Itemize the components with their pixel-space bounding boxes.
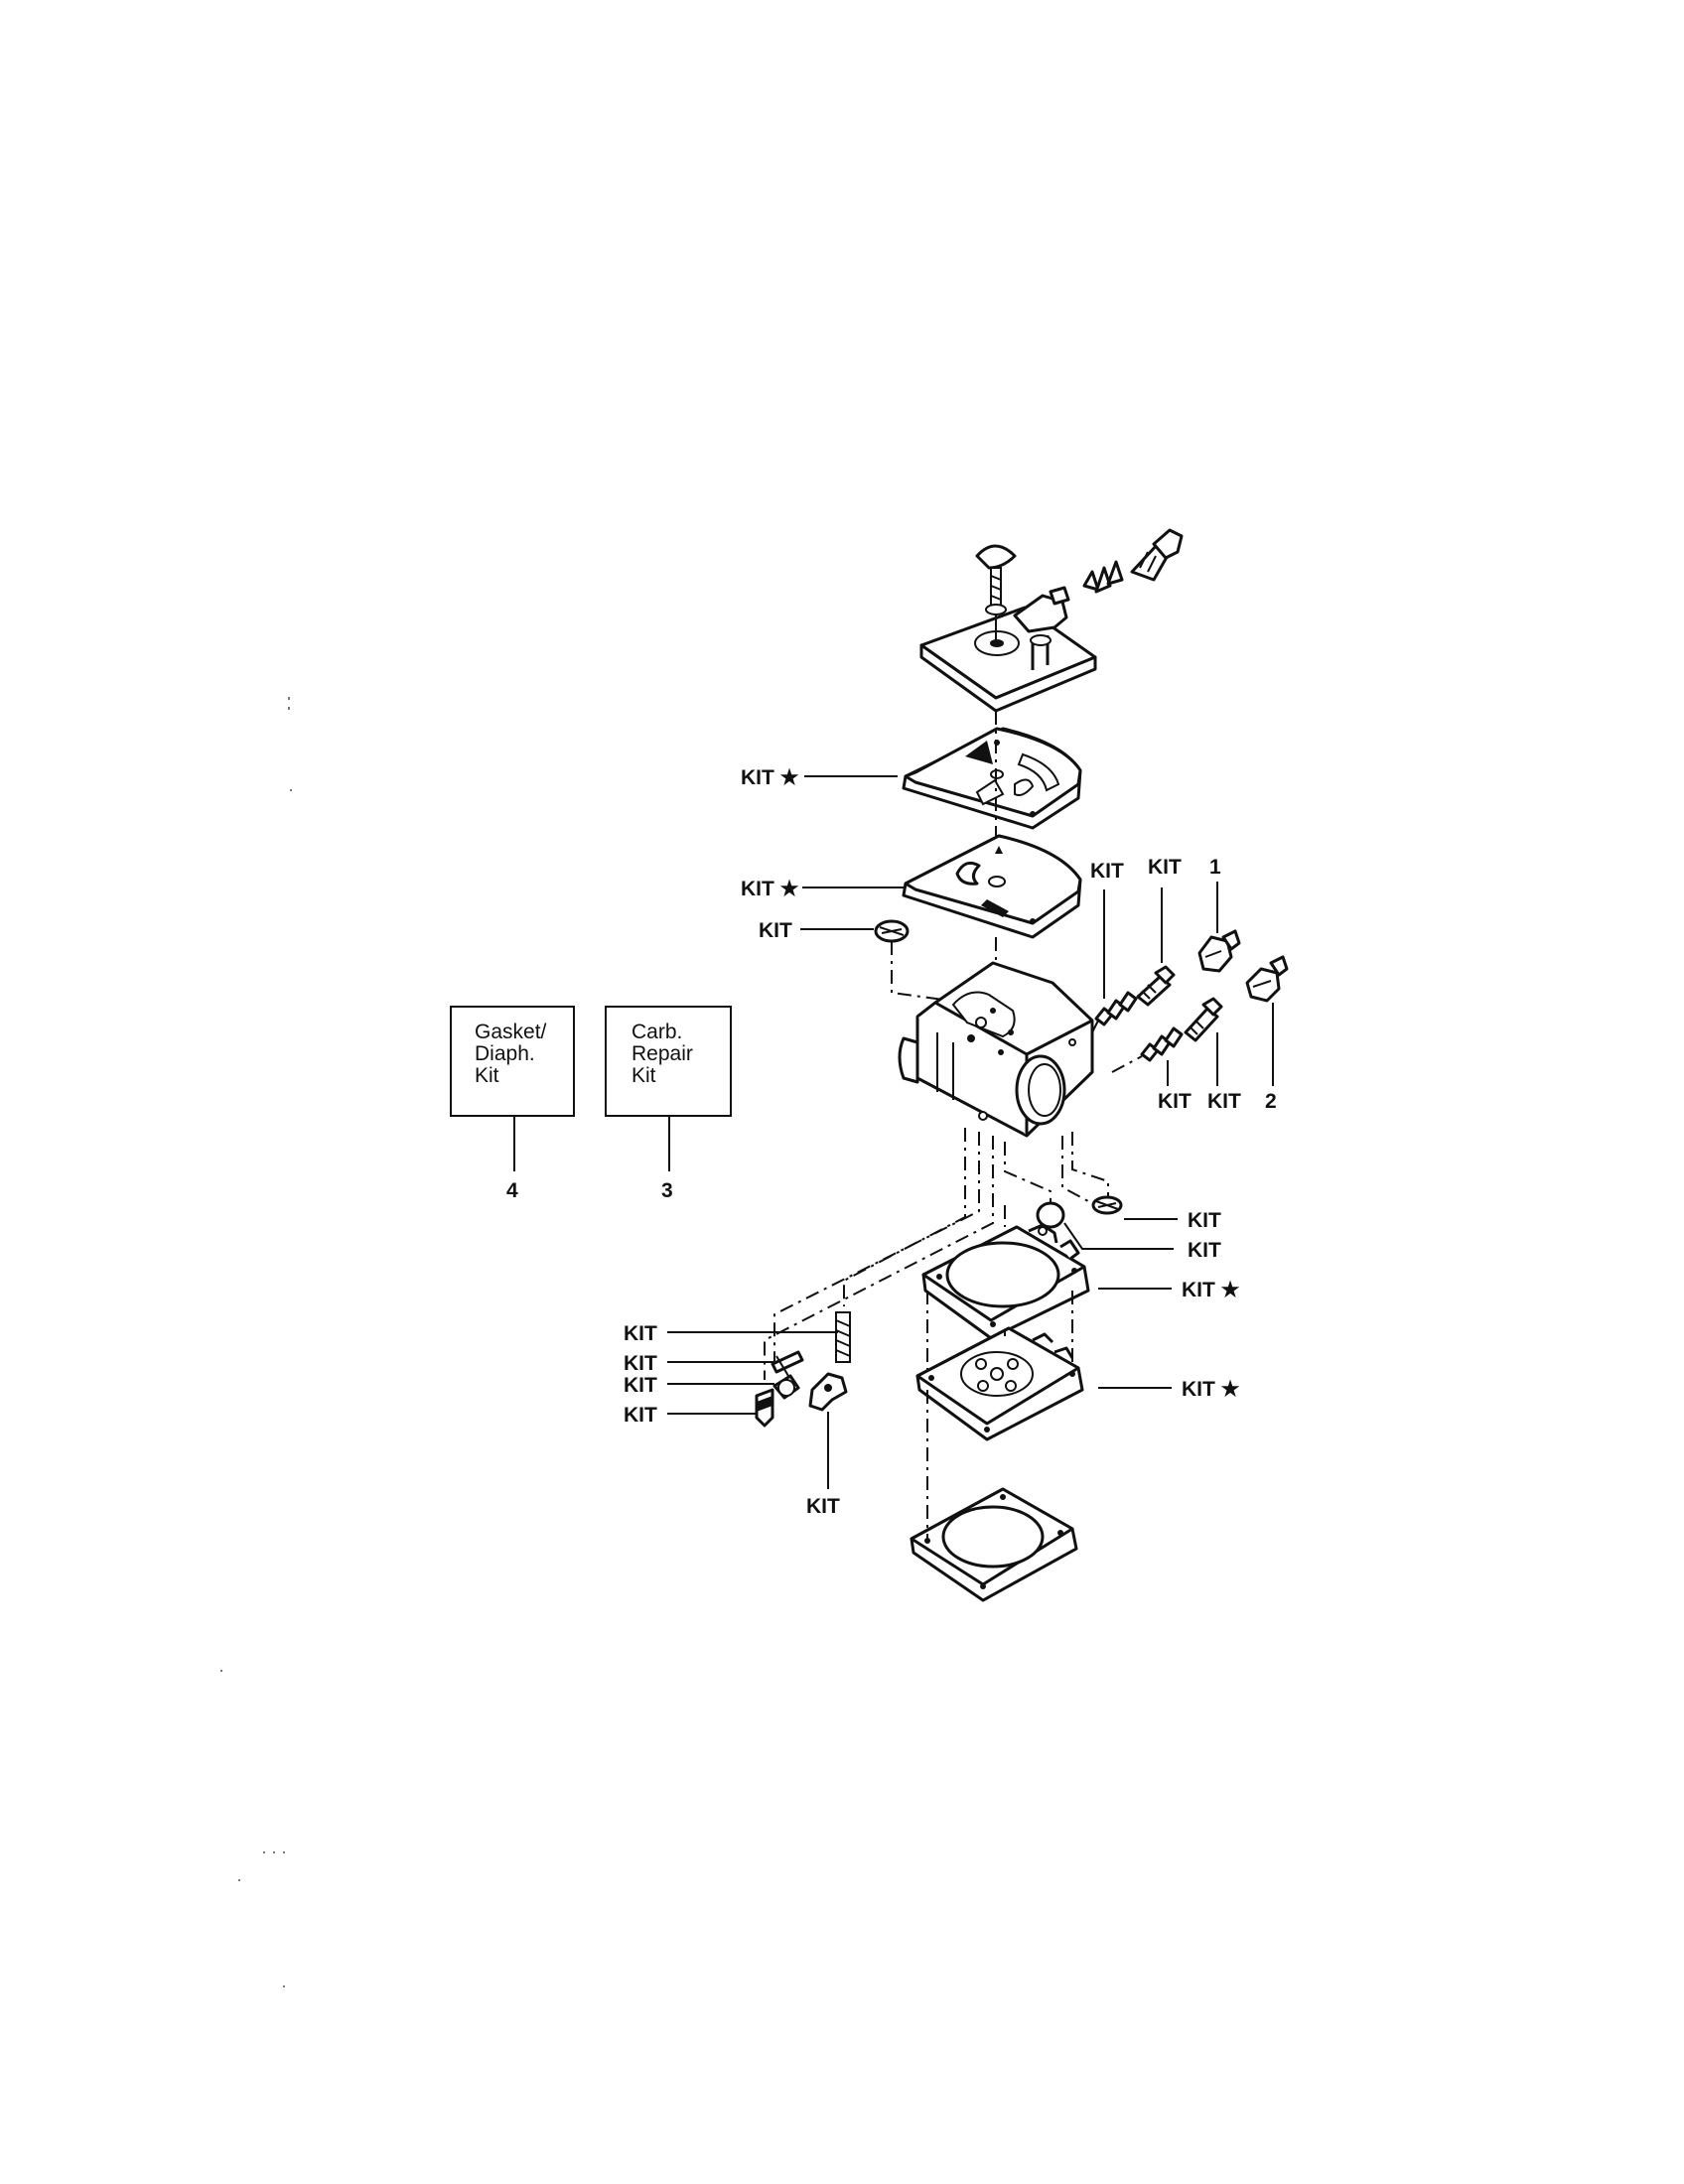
high-speed-needle: [1140, 997, 1223, 1062]
inlet-screen: [874, 919, 982, 1006]
label-kit-spring-high: KIT: [1158, 1090, 1192, 1113]
label-kit-star-metering-diaphragm: KIT ★: [1182, 1378, 1240, 1401]
limiter-cap-2: [1245, 955, 1289, 1003]
carb-repair-kit-box: Carb. Repair Kit: [605, 1006, 732, 1117]
metering-spring: [835, 1311, 851, 1363]
gasket-kit-line-2: Diaph.: [475, 1042, 535, 1065]
throttle-lever: [1013, 586, 1070, 633]
o-ring: [1036, 1201, 1065, 1229]
cover-screw: [975, 544, 1017, 645]
pump-gasket: [902, 727, 1082, 830]
leader-lines: [513, 775, 1274, 1489]
repair-kit-line-3: Kit: [632, 1064, 656, 1087]
low-speed-needle: [1094, 965, 1176, 1026]
gasket-diaph-kit-box: Gasket/ Diaph. Kit: [450, 1006, 575, 1117]
limiter-cap-1: [1197, 929, 1241, 973]
label-ref-1: 1: [1209, 856, 1221, 879]
label-kit-screw: KIT: [624, 1374, 657, 1397]
alignment-line: [1061, 1136, 1089, 1202]
label-kit-pin: KIT: [624, 1352, 657, 1375]
label-kit-spring: KIT: [624, 1322, 657, 1345]
metering-lever: [808, 1372, 848, 1412]
retaining-screw: [772, 1374, 800, 1400]
alignment-line: [773, 1132, 980, 1368]
alignment-line: [1071, 1132, 1109, 1197]
alignment-line: [1111, 1055, 1143, 1073]
idle-speed-screw: [1082, 528, 1184, 594]
repair-kit-line-2: Repair: [632, 1042, 693, 1065]
label-kit-needle: KIT: [624, 1404, 657, 1427]
carburetor-body: [898, 961, 1094, 1138]
label-kit-spring-low: KIT: [1090, 860, 1124, 883]
metering-cover: [910, 1487, 1078, 1602]
alignment-line: [1091, 1020, 1099, 1033]
metering-gasket: [921, 1223, 1090, 1340]
pump-diaphragm: [902, 834, 1082, 939]
label-kit-check-screen: KIT: [1188, 1209, 1221, 1232]
label-ref-2: 2: [1265, 1090, 1277, 1113]
label-ref-4: 4: [506, 1179, 518, 1202]
label-kit-star-pump-gasket: KIT ★: [741, 766, 799, 789]
label-kit-lever: KIT: [806, 1495, 840, 1518]
inlet-needle: [755, 1388, 774, 1428]
label-kit-needle-low: KIT: [1148, 856, 1182, 879]
fuel-pump-cover: [919, 606, 1097, 713]
check-screen-bottom: [1091, 1195, 1123, 1215]
label-kit-star-pump-diaphragm: KIT ★: [741, 878, 799, 900]
label-kit-o-ring: KIT: [1188, 1239, 1221, 1262]
label-ref-3: 3: [661, 1179, 673, 1202]
label-kit-star-metering-gasket: KIT ★: [1182, 1279, 1240, 1301]
alignment-line: [1004, 1142, 1052, 1203]
label-kit-needle-high: KIT: [1207, 1090, 1241, 1113]
gasket-kit-line-3: Kit: [475, 1064, 499, 1087]
label-kit-inlet-screen: KIT: [759, 919, 792, 942]
repair-kit-line-1: Carb.: [632, 1021, 682, 1043]
metering-diaphragm: [915, 1326, 1084, 1441]
gasket-kit-line-1: Gasket/: [475, 1021, 547, 1043]
alignment-line: [843, 1128, 966, 1306]
scan-specks: [220, 697, 292, 1987]
